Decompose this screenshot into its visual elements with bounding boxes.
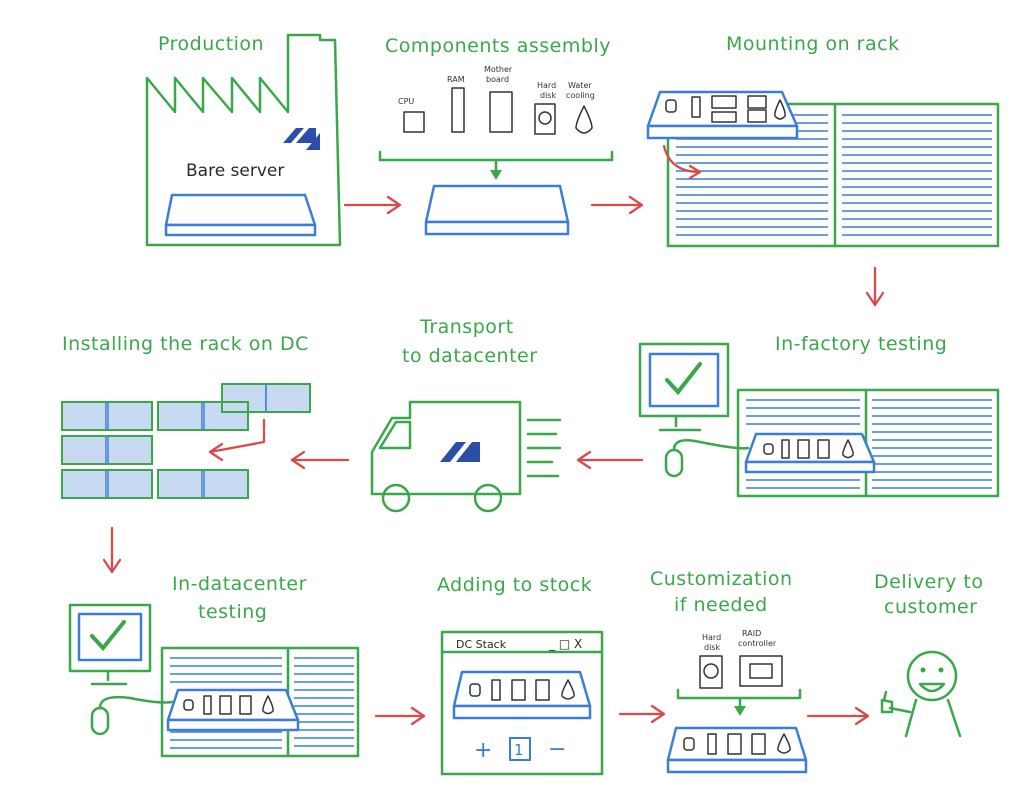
customization-label-1: Customization [650, 568, 793, 590]
factory-testing-label: In-factory testing [775, 333, 947, 355]
custom-hard-disk-label-2: disk [704, 643, 720, 652]
production-stage: Production Bare server [145, 33, 342, 247]
mouse-icon [664, 439, 750, 478]
adding-stock-stage: Adding to stock DC Stack _ □ X + 1 − [437, 574, 604, 776]
motherboard-icon [489, 91, 513, 133]
hard-disk-label-1: Hard [537, 81, 556, 90]
delivery-stage: Delivery to customer [874, 571, 983, 738]
adding-stock-label: Adding to stock [437, 574, 592, 596]
stock-count[interactable]: 1 [514, 741, 524, 759]
ram-icon [451, 87, 465, 133]
raid-label-1: RAID [742, 629, 761, 638]
server-icon [452, 670, 592, 720]
rack-icon [61, 383, 311, 499]
stock-window-title: DC Stack [456, 638, 507, 651]
arrow-icon [290, 450, 350, 470]
delivery-label-2: customer [884, 596, 977, 618]
arrow-icon [590, 195, 644, 215]
dc-testing-stage: In-datacenter testing [68, 573, 360, 758]
cpu-label: CPU [398, 97, 414, 106]
rack-icon [666, 102, 1000, 248]
logo-icon [283, 128, 320, 150]
water-drop-icon [575, 105, 593, 134]
motherboard-label-1: Mother [484, 65, 513, 74]
custom-hard-disk-label-1: Hard [702, 633, 721, 642]
rack-icon [736, 388, 1000, 498]
hard-disk-icon [699, 655, 723, 689]
hard-disk-label-2: disk [540, 91, 556, 100]
server-icon [744, 432, 876, 474]
mounting-label: Mounting on rack [726, 33, 900, 55]
transport-label-1: Transport [419, 316, 514, 338]
monitor-check-icon [68, 603, 152, 686]
components-assembly-label: Components assembly [385, 35, 611, 57]
delivery-label-1: Delivery to [874, 571, 983, 593]
server-icon [646, 90, 799, 140]
rack-icon [160, 646, 360, 758]
customization-label-2: if needed [674, 594, 768, 616]
monitor-check-icon [638, 342, 730, 432]
arrow-icon [208, 418, 266, 462]
arrow-icon [343, 195, 402, 215]
factory-icon [145, 33, 342, 247]
raid-label-2: controller [738, 639, 777, 648]
arrow-icon [806, 706, 870, 726]
server-icon [666, 726, 808, 774]
server-icon [164, 193, 317, 237]
factory-testing-stage: In-factory testing [638, 333, 1000, 498]
stock-window: DC Stack _ □ X + 1 − [440, 630, 604, 776]
arrow-icon [618, 704, 666, 724]
arrow-icon [662, 144, 702, 180]
decrement-button[interactable]: − [548, 737, 566, 762]
water-cooling-label-2: cooling [566, 91, 595, 100]
installing-label: Installing the rack on DC [62, 333, 309, 355]
smiley-customer-icon [880, 650, 962, 738]
ram-label: RAM [447, 75, 465, 84]
server-icon [424, 184, 570, 236]
dc-testing-label-2: testing [198, 601, 267, 623]
bare-server-label: Bare server [186, 161, 284, 181]
components-assembly-stage: Components assembly CPU RAM Mother board… [378, 35, 614, 236]
transport-label-2: to datacenter [402, 345, 538, 367]
arrow-icon [374, 706, 426, 726]
server-icon [166, 688, 300, 732]
raid-controller-icon [739, 655, 783, 687]
dc-testing-label-1: In-datacenter [172, 573, 307, 595]
arrow-icon [102, 526, 122, 574]
mouse-icon [90, 695, 174, 736]
arrow-icon [865, 266, 885, 307]
cpu-icon [403, 111, 425, 133]
arrow-icon [576, 450, 644, 470]
window-controls: _ □ X [548, 637, 582, 651]
motherboard-label-2: board [486, 75, 509, 84]
transport-stage: Transport to datacenter [370, 316, 562, 513]
production-label: Production [158, 33, 264, 55]
increment-button[interactable]: + [474, 738, 492, 763]
mounting-stage: Mounting on rack [646, 33, 1000, 248]
truck-icon [370, 400, 562, 513]
customization-stage: Customization if needed Hard disk RAID c… [650, 568, 808, 774]
water-cooling-label-1: Water [568, 81, 592, 90]
installing-stage: Installing the rack on DC [61, 333, 311, 499]
hard-disk-icon [534, 103, 556, 135]
